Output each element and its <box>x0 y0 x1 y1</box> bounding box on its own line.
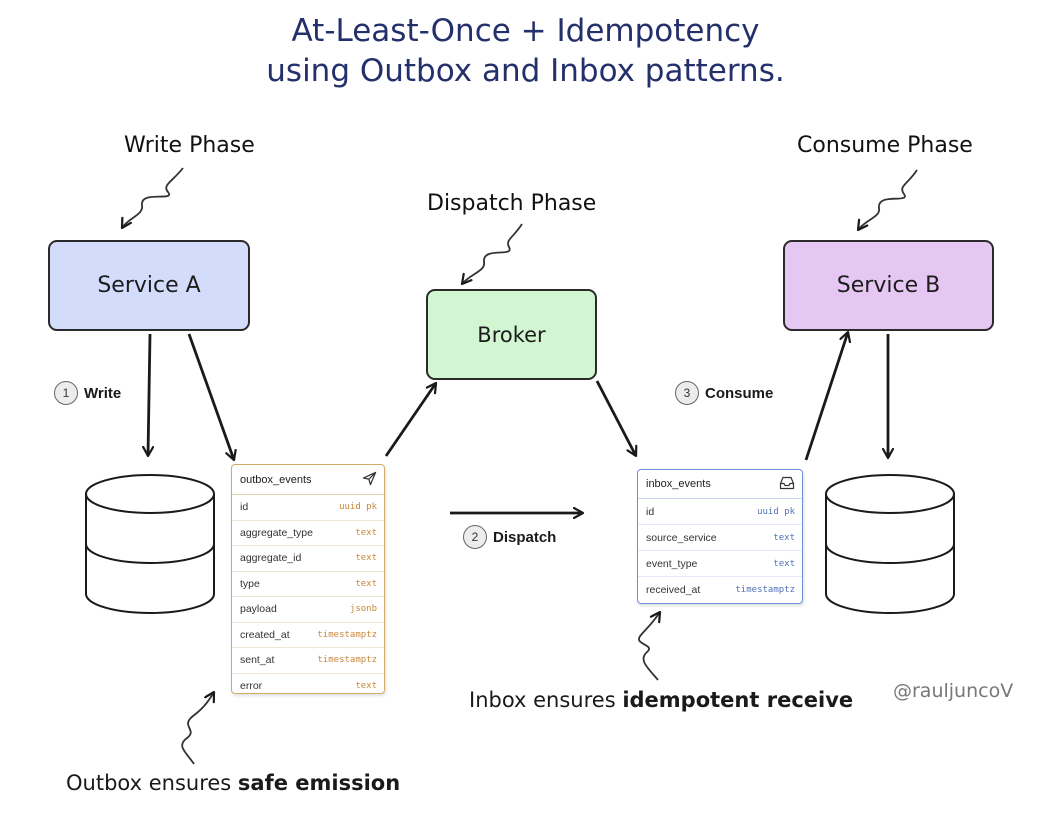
column-name: aggregate_type <box>240 526 313 539</box>
column-name: sent_at <box>240 654 275 667</box>
step-consume: 3 Consume <box>675 381 773 405</box>
inbox-caption-text: Inbox ensures <box>469 688 623 712</box>
table-row: source_service text <box>638 525 802 551</box>
write-phase-label: Write Phase <box>124 133 255 158</box>
table-row: aggregate_id text <box>232 546 384 572</box>
column-name: type <box>240 577 260 590</box>
table-name: outbox_events <box>240 473 312 486</box>
arrow-outbox-to-broker <box>384 383 438 457</box>
column-type: uuid pk <box>757 506 795 517</box>
column-type: timestamptz <box>317 655 377 666</box>
column-name: created_at <box>240 628 290 641</box>
arrow-service-a-to-db <box>148 333 150 456</box>
column-name: id <box>240 501 249 514</box>
step-number-badge: 1 <box>54 381 78 405</box>
table-row: type text <box>232 572 384 597</box>
column-name: event_type <box>646 557 698 570</box>
column-name: source_service <box>646 531 717 544</box>
table-row: error text <box>232 674 384 700</box>
outbox-caption-text: Outbox ensures <box>66 771 238 795</box>
dispatch-phase-pointer <box>462 223 523 284</box>
table-header: outbox_events <box>232 465 384 495</box>
column-name: id <box>646 505 655 518</box>
column-type: jsonb <box>349 604 377 615</box>
column-type: timestamptz <box>317 629 377 640</box>
table-row: created_at timestamptz <box>232 623 384 648</box>
arrow-broker-to-inbox <box>595 380 636 456</box>
column-name: payload <box>240 603 277 616</box>
column-type: text <box>355 578 377 589</box>
broker-box: Broker <box>426 289 597 380</box>
column-type: text <box>355 681 377 692</box>
step-write: 1 Write <box>54 381 121 405</box>
author-handle: @rauljuncoV <box>893 680 1014 702</box>
title-line-2: using Outbox and Inbox patterns. <box>266 53 785 89</box>
outbox-caption-emphasis: safe emission <box>237 771 401 795</box>
consume-phase-pointer <box>858 169 918 230</box>
arrow-inbox-to-service-b <box>804 332 848 461</box>
step-label: Write <box>84 384 122 402</box>
column-type: text <box>355 553 377 564</box>
table-row: payload jsonb <box>232 597 384 623</box>
inbox-caption: Inbox ensures idempotent receive <box>469 688 853 712</box>
table-row: id uuid pk <box>638 499 802 525</box>
outbox-caption-pointer <box>181 692 214 765</box>
table-header: inbox_events <box>638 470 802 499</box>
table-row: received_at timestamptz <box>638 577 802 603</box>
column-type: timestamptz <box>735 585 795 595</box>
step-dispatch: 2 Dispatch <box>463 525 556 549</box>
outbox-caption: Outbox ensures safe emission <box>66 771 400 795</box>
step-number-badge: 2 <box>463 525 487 549</box>
step-label: Dispatch <box>493 528 557 546</box>
inbox-icon <box>779 476 795 493</box>
inbox-caption-pointer <box>638 612 660 681</box>
send-icon <box>362 471 377 489</box>
column-type: text <box>773 532 795 543</box>
column-type: text <box>355 527 377 538</box>
database-a-icon <box>85 474 215 614</box>
table-row: id uuid pk <box>232 495 384 521</box>
column-name: aggregate_id <box>240 552 302 565</box>
write-phase-pointer <box>122 167 184 228</box>
column-name: error <box>240 680 263 693</box>
inbox-caption-emphasis: idempotent receive <box>622 688 854 712</box>
table-row: sent_at timestamptz <box>232 648 384 674</box>
column-type: text <box>773 558 795 569</box>
service-a-box: Service A <box>48 240 250 331</box>
table-name: inbox_events <box>646 478 711 490</box>
table-row: event_type text <box>638 551 802 577</box>
table-row: aggregate_type text <box>232 521 384 546</box>
column-type: uuid pk <box>339 502 377 513</box>
column-name: received_at <box>646 584 701 596</box>
database-b-icon <box>825 474 955 614</box>
title-line-1: At-Least-Once + Idempotency <box>291 13 760 49</box>
step-number-badge: 3 <box>675 381 699 405</box>
arrow-service-a-to-outbox <box>187 333 234 460</box>
service-b-box: Service B <box>783 240 994 331</box>
dispatch-phase-label: Dispatch Phase <box>427 191 597 216</box>
consume-phase-label: Consume Phase <box>797 133 973 158</box>
step-label: Consume <box>705 384 774 402</box>
